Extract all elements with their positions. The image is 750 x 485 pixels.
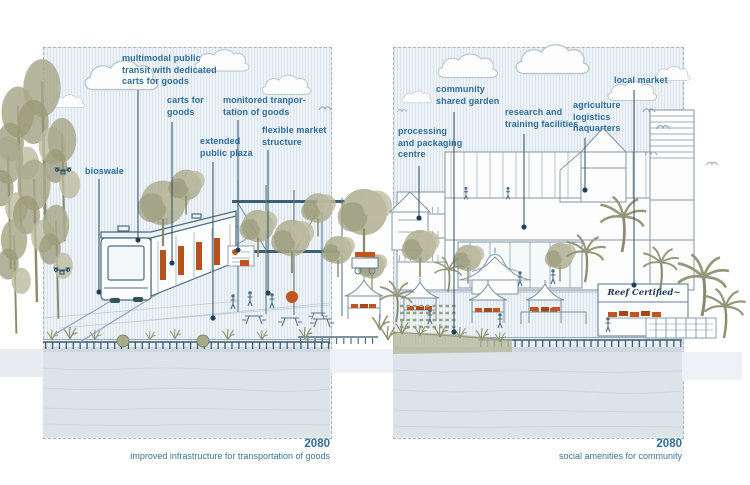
annotation-agriculture-logistics-hq: agriculture logistics haquarters bbox=[573, 100, 621, 133]
left-caption-block: 2080 improved infrastructure for transpo… bbox=[10, 438, 330, 462]
gap-market-cart bbox=[351, 252, 379, 275]
left-grass bbox=[46, 313, 398, 341]
annotation-flexible-market-structure: flexible market structure bbox=[262, 125, 327, 147]
annotation-extended-public-plaza: extended public plaza bbox=[200, 136, 253, 158]
annotation-research-training-facilities: research and training facilities bbox=[505, 107, 579, 129]
seawall-left bbox=[43, 339, 330, 349]
pagoda-body bbox=[471, 279, 519, 295]
annotation-bioswale: bioswale bbox=[85, 166, 124, 176]
annotation-multimodal-transit: multimodal public transit with dedicated… bbox=[122, 53, 217, 86]
vegetated-bank bbox=[392, 331, 513, 354]
leader-lines bbox=[96, 90, 637, 335]
reef-certified-sign: Reef Certified~ bbox=[607, 288, 681, 298]
panel-caption-right: social amenities for community bbox=[558, 451, 682, 461]
annotation-local-market: local market bbox=[614, 75, 668, 85]
right-caption-block: 2080 social amenities for community bbox=[362, 438, 682, 462]
boardwalk-gap bbox=[298, 336, 378, 344]
right-shelving bbox=[645, 317, 717, 339]
left-plaza-lines bbox=[42, 300, 331, 329]
panel-year-left: 2080 bbox=[304, 438, 330, 450]
market-counter bbox=[520, 307, 587, 324]
annotation-monitored-transportation: monitored tranpor- tation of goods bbox=[223, 95, 306, 117]
water-section bbox=[0, 347, 742, 437]
annotation-carts-for-goods: carts for goods bbox=[167, 95, 204, 117]
tram bbox=[100, 210, 237, 303]
annotation-community-shared-garden: community shared garden bbox=[436, 84, 500, 106]
community-garden bbox=[400, 304, 458, 329]
left-street-furniture bbox=[116, 260, 335, 348]
panel-year-right: 2080 bbox=[656, 438, 682, 450]
annotation-processing-packaging-centre: processing and packaging centre bbox=[398, 126, 463, 159]
reef-certified-storefront bbox=[597, 283, 689, 337]
panel-caption-left: improved infrastructure for transportati… bbox=[130, 451, 330, 461]
